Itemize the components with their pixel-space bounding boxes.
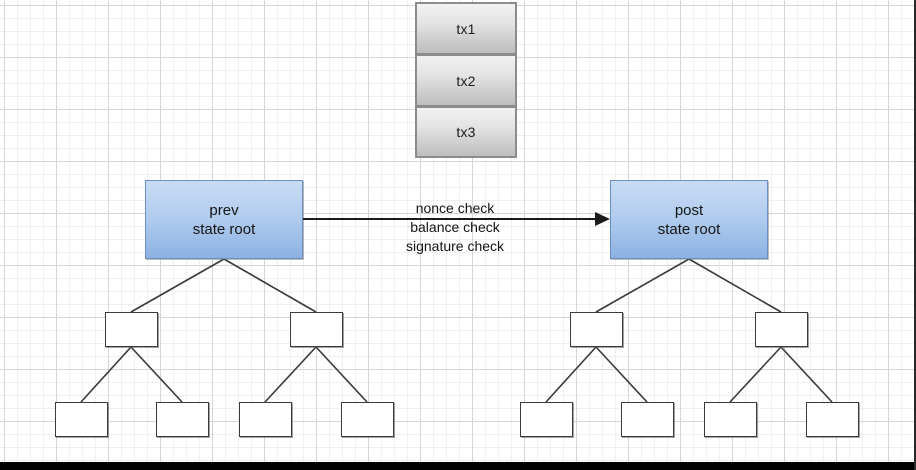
prev-state-root-box[interactable]: prev state root bbox=[145, 180, 303, 259]
prev-edge-left-leaf2 bbox=[130, 346, 183, 403]
post-state-root-box[interactable]: post state root bbox=[610, 180, 768, 259]
transition-arrow-line bbox=[303, 218, 599, 220]
prev-state-root-label-line1: prev bbox=[209, 201, 239, 219]
post-edge-right-leaf4 bbox=[780, 346, 833, 403]
transaction-item-tx2[interactable]: tx2 bbox=[415, 54, 517, 106]
post-leaf-node-3[interactable] bbox=[704, 402, 757, 437]
post-leaf-node-2[interactable] bbox=[621, 402, 674, 437]
post-edge-right-leaf3 bbox=[729, 346, 782, 403]
post-edge-left-leaf1 bbox=[545, 346, 597, 403]
prev-internal-node-left[interactable] bbox=[105, 312, 158, 347]
prev-leaf-node-1[interactable] bbox=[55, 402, 108, 437]
post-state-root-label-line1: post bbox=[674, 201, 704, 219]
prev-edge-left-leaf1 bbox=[80, 346, 132, 403]
post-edge-left-leaf2 bbox=[595, 346, 648, 403]
transition-arrow-label: nonce check balance check signature chec… bbox=[355, 199, 555, 256]
post-leaf-node-1[interactable] bbox=[520, 402, 573, 437]
check-label-signature: signature check bbox=[405, 238, 505, 254]
post-internal-node-left[interactable] bbox=[570, 312, 623, 347]
prev-edge-root-right bbox=[223, 258, 317, 313]
transaction-item-tx3[interactable]: tx3 bbox=[415, 106, 517, 158]
post-edge-root-right bbox=[688, 258, 782, 313]
prev-leaf-node-4[interactable] bbox=[341, 402, 394, 437]
prev-edge-root-left bbox=[130, 258, 225, 313]
prev-edge-right-leaf3 bbox=[264, 346, 317, 403]
check-label-balance: balance check bbox=[410, 219, 500, 235]
prev-internal-node-right[interactable] bbox=[290, 312, 343, 347]
transaction-item-tx1[interactable]: tx1 bbox=[415, 2, 517, 54]
prev-state-root-label-line2: state root bbox=[192, 220, 256, 238]
check-label-nonce: nonce check bbox=[415, 200, 495, 216]
prev-leaf-node-2[interactable] bbox=[156, 402, 209, 437]
post-leaf-node-4[interactable] bbox=[806, 402, 859, 437]
transaction-list: tx1 tx2 tx3 bbox=[415, 2, 517, 158]
bottom-border-bar bbox=[0, 462, 914, 470]
prev-edge-right-leaf4 bbox=[315, 346, 368, 403]
post-state-root-label-line2: state root bbox=[657, 220, 721, 238]
transition-arrow-head-icon bbox=[595, 212, 610, 226]
post-edge-root-left bbox=[595, 258, 690, 313]
post-internal-node-right[interactable] bbox=[755, 312, 808, 347]
prev-leaf-node-3[interactable] bbox=[239, 402, 292, 437]
